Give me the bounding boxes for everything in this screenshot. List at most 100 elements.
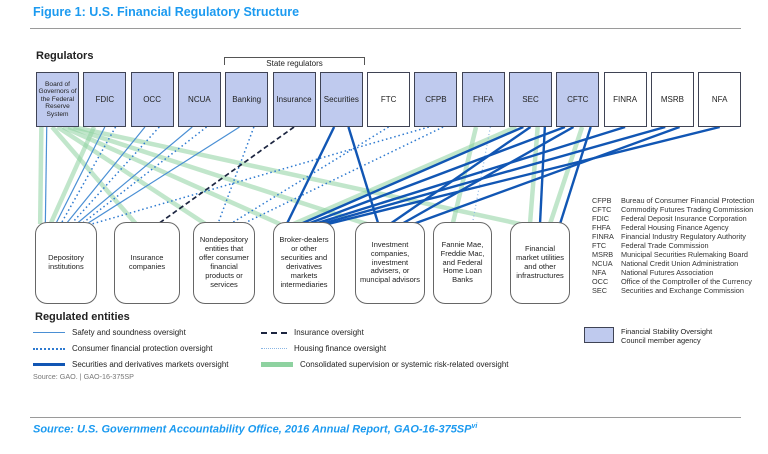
abbreviation-name: Securities and Exchange Commission — [621, 286, 744, 295]
abbreviation-name: Bureau of Consumer Financial Protection — [621, 196, 755, 205]
abbreviation-row: FINRA Financial Industry Regulatory Autho… — [592, 232, 754, 241]
footer-source-text: Source: U.S. Government Accountability O… — [33, 423, 472, 436]
state-regulators-bracket: State regulators — [224, 57, 365, 68]
regulator-box-ncua: NCUA — [177, 72, 221, 127]
abbreviation-key: FTC — [592, 241, 607, 250]
abbreviation-key: MSRB — [592, 250, 614, 259]
legend-label: Securities and derivatives markets overs… — [72, 360, 229, 369]
abbreviation-name: Municipal Securities Rulemaking Board — [621, 250, 748, 259]
legend-item-green: Consolidated supervision or systemic ris… — [261, 360, 509, 369]
edge-sec-broker_dealers — [292, 124, 518, 227]
regulator-box-sec: SEC — [509, 72, 552, 127]
abbreviation-name: National Futures Association — [621, 268, 714, 277]
edge-st_securities-investment — [347, 126, 380, 225]
regulator-box-cfpb: CFPB — [414, 72, 458, 127]
entity-box-depository: Depository institutions — [35, 222, 97, 304]
abbreviation-key: NCUA — [592, 259, 613, 268]
edge-cftc-investment — [401, 125, 575, 226]
gao-source-note: Source: GAO. | GAO-16-375SP — [33, 372, 134, 381]
fsoc-legend: Financial Stability Oversight Council me… — [584, 327, 733, 345]
abbreviation-key: FDIC — [592, 214, 610, 223]
state-regulators-label: State regulators — [266, 59, 323, 68]
regulator-box-frs: Board of Governors of the Federal Reserv… — [36, 72, 79, 127]
abbreviation-row: NCUA National Credit Union Administration — [592, 259, 754, 268]
entity-box-broker_dealers: Broker-dealers or other securities and d… — [273, 222, 335, 304]
legend-item-securities: Securities and derivatives markets overs… — [33, 360, 229, 369]
edge-st_securities-broker_dealers — [285, 126, 336, 225]
entity-box-insurance_cos: Insurance companies — [114, 222, 180, 304]
entity-box-investment: Investment companies, investment adviser… — [355, 222, 425, 304]
edge-frs-depository — [44, 126, 48, 225]
abbreviation-row: CFTC Commodity Futures Trading Commission — [592, 205, 754, 214]
edge-fdic-depository — [60, 126, 117, 225]
edge-frs-fmu — [73, 124, 521, 227]
abbreviation-key: CFPB — [592, 196, 612, 205]
edge-sec-investment — [389, 126, 532, 225]
oversight-edges-svg — [37, 124, 720, 227]
abbreviation-name: Commodity Futures Trading Commission — [621, 205, 754, 214]
legend-item-housing: Housing finance oversight — [261, 344, 386, 353]
regulatory-structure-diagram: Regulators State regulators Board of Gov… — [30, 40, 754, 414]
abbreviation-name: Financial Industry Regulatory Authority — [621, 232, 746, 241]
legend-label: Consumer financial protection oversight — [72, 344, 213, 353]
abbreviation-name: Federal Housing Finance Agency — [621, 223, 729, 232]
regulated-entities-heading: Regulated entities — [35, 311, 130, 323]
edge-msrb-investment — [412, 125, 680, 226]
consumer-line-swatch — [33, 347, 65, 350]
abbreviation-key: CFTC — [592, 205, 612, 214]
abbreviation-name: Office of the Comptroller of the Currenc… — [621, 277, 752, 286]
edge-ncua-depository — [81, 126, 208, 225]
edge-occ-depository — [70, 126, 160, 225]
edge-frs-depository — [37, 126, 44, 225]
abbreviation-name: Federal Deposit Insurance Corporation — [621, 214, 747, 223]
abbreviation-name: Federal Trade Commission — [621, 241, 709, 250]
edge-msrb-broker_dealers — [320, 125, 666, 226]
legend-item-insurance: Insurance oversight — [261, 328, 364, 337]
abbreviation-name: National Credit Union Administration — [621, 259, 739, 268]
abbreviation-row: FHFA Federal Housing Finance Agency — [592, 223, 754, 232]
bottom-divider — [30, 417, 741, 418]
legend-item-consumer: Consumer financial protection oversight — [33, 344, 213, 353]
regulators-heading: Regulators — [36, 50, 94, 62]
entity-box-gse: Fannie Mae, Freddie Mac, and Federal Hom… — [433, 222, 492, 304]
securities-line-swatch — [33, 363, 65, 366]
abbreviation-key: SEC — [592, 286, 608, 295]
housing-line-swatch — [261, 348, 287, 349]
regulator-box-finra: FINRA — [603, 72, 647, 127]
abbreviation-row: SEC Securities and Exchange Commission — [592, 286, 754, 295]
edge-st_banking-depository — [86, 126, 240, 225]
legend-label: Safety and soundness oversight — [72, 328, 186, 337]
regulator-box-ftc: FTC — [367, 72, 411, 127]
edge-cfpb-nondepository — [242, 126, 444, 225]
legend-item-safety: Safety and soundness oversight — [33, 328, 186, 337]
edge-frs-broker_dealers — [61, 124, 281, 227]
abbreviation-row: CFPB Bureau of Consumer Financial Protect… — [592, 196, 754, 205]
edge-frs-insurance_cos — [50, 125, 138, 226]
edge-finra-broker_dealers — [313, 125, 626, 226]
regulator-box-fhfa: FHFA — [461, 72, 505, 127]
regulator-box-nfa: NFA — [698, 72, 742, 127]
regulator-box-fdic: FDIC — [83, 72, 127, 127]
legend-label: Consolidated supervision or systemic ris… — [300, 360, 509, 369]
edge-ncua-depository — [75, 126, 193, 225]
fsoc-legend-label: Financial Stability Oversight Council me… — [621, 327, 713, 345]
edge-cftc-fmu — [558, 126, 592, 225]
top-divider — [30, 28, 741, 29]
abbreviation-key: FINRA — [592, 232, 614, 241]
safety-line-swatch — [33, 332, 65, 333]
edge-st_insurance-insurance_cos — [157, 126, 295, 225]
edge-nfa-broker_dealers — [327, 125, 720, 226]
edge-sec-broker_dealers — [300, 125, 524, 226]
entity-box-fmu: Financial market utilities and other inf… — [510, 222, 570, 304]
legend-label: Housing finance oversight — [294, 344, 387, 353]
insurance-line-swatch — [261, 331, 287, 334]
green-line-swatch — [261, 362, 293, 367]
abbreviation-key: FHFA — [592, 223, 611, 232]
edge-st_banking-nondepository — [217, 126, 255, 225]
abbreviation-row: FDIC Federal Deposit Insurance Corporatio… — [592, 214, 754, 223]
edge-frs-investment — [67, 124, 368, 227]
regulator-box-st_insurance: Insurance — [272, 72, 316, 127]
edge-sec-fmu — [527, 126, 540, 225]
